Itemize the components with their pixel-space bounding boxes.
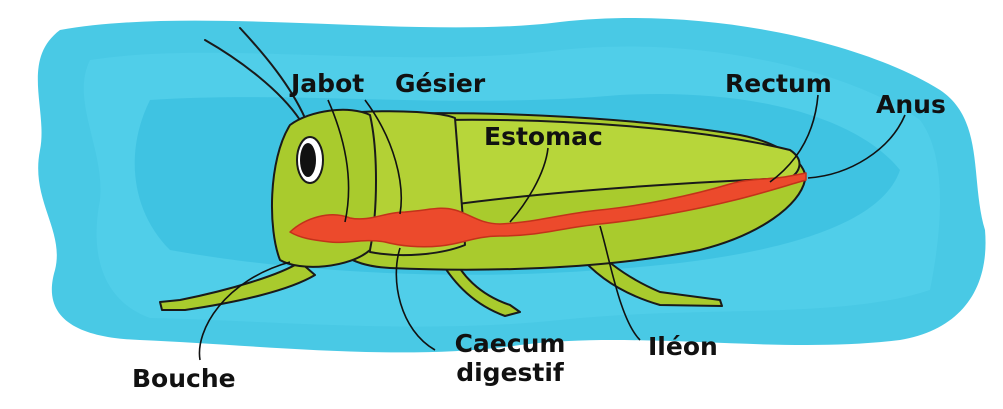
label-estomac: Estomac <box>484 123 603 152</box>
label-caecum-line1: Caecum <box>440 330 580 359</box>
label-caecum-digestif: Caecum digestif <box>440 330 580 388</box>
head <box>272 110 376 267</box>
label-jabot: Jabot <box>291 70 364 99</box>
eye-pupil <box>300 143 316 177</box>
label-caecum-line2: digestif <box>440 359 580 388</box>
label-bouche: Bouche <box>132 365 236 394</box>
label-rectum: Rectum <box>725 70 832 99</box>
label-gesier: Gésier <box>395 70 485 99</box>
label-anus: Anus <box>876 91 946 120</box>
label-ileon: Iléon <box>648 333 718 362</box>
